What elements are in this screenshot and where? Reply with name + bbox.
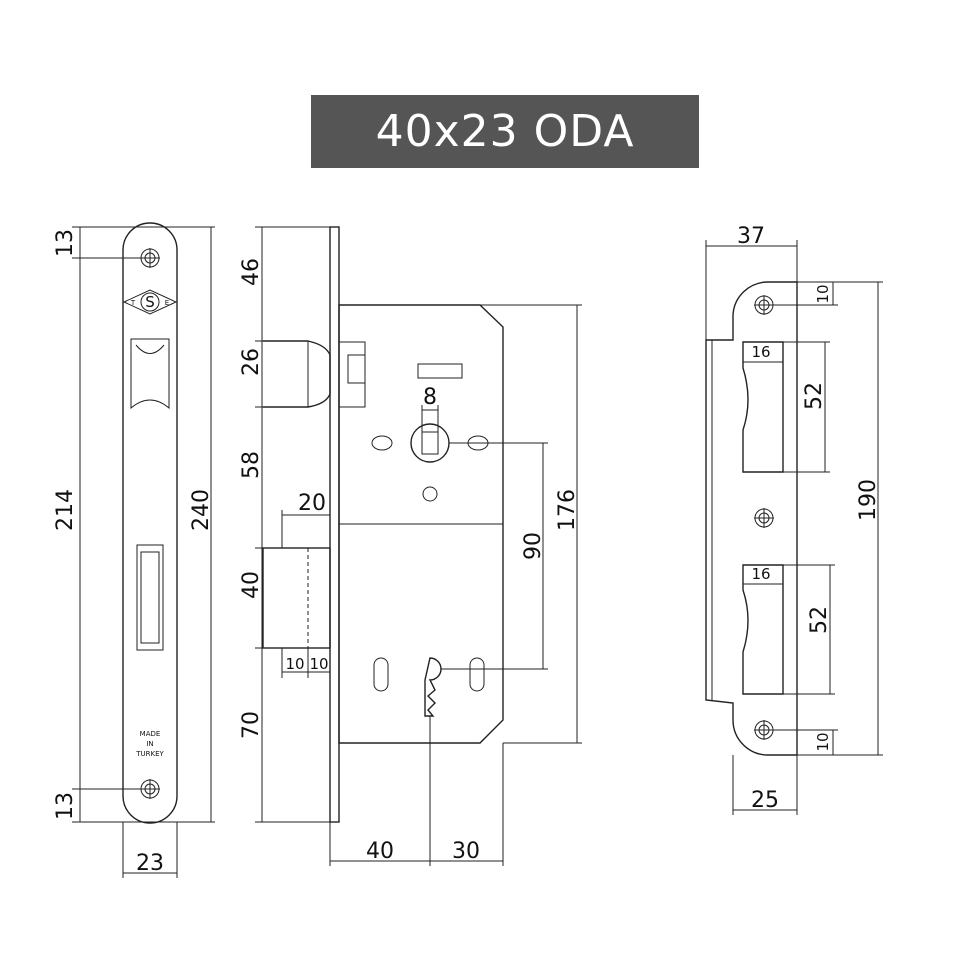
dim-body-e: 70 xyxy=(239,711,264,739)
catch-slot xyxy=(417,363,463,379)
made-in-1: MADE xyxy=(140,730,161,738)
title-banner: 40x23 ODA xyxy=(311,95,699,168)
deadbolt xyxy=(262,547,331,649)
latch xyxy=(263,340,331,408)
dim-body-c: 58 xyxy=(239,451,264,479)
spindle-square xyxy=(421,431,439,455)
dim-latch-width: 20 xyxy=(298,491,326,516)
dim-pocket2-height: 52 xyxy=(807,606,832,634)
spindle-hub xyxy=(410,423,450,463)
fixing-hole xyxy=(371,435,393,451)
dim-face-width: 23 xyxy=(136,851,164,876)
strike-dimensions: 37 25 190 10 10 52 16 52 16 xyxy=(705,224,883,815)
stamp-center: S xyxy=(145,293,155,311)
fixing-slot xyxy=(469,657,485,692)
stamp-right: E xyxy=(165,299,169,307)
dim-f1: 10 xyxy=(285,655,304,673)
dim-strike-top-margin: 10 xyxy=(814,284,832,303)
dim-face-inner: 214 xyxy=(53,489,78,531)
dim-body-d: 40 xyxy=(239,571,264,599)
bolt-inner xyxy=(140,551,160,644)
dim-back: 30 xyxy=(452,839,480,864)
title-text: 40x23 ODA xyxy=(375,106,635,157)
dim-centre: 90 xyxy=(521,532,546,560)
dim-pocket1-width: 16 xyxy=(751,343,770,361)
strike-pocket-1 xyxy=(742,341,784,473)
latch-curve xyxy=(135,344,165,354)
dim-body-a: 46 xyxy=(239,258,264,286)
strike-outline xyxy=(705,281,798,756)
fixing-slot xyxy=(373,657,389,692)
dim-face-bottom: 13 xyxy=(53,792,78,820)
dim-pocket2-width: 16 xyxy=(751,565,770,583)
strike-bottom-screw-icon xyxy=(754,720,774,740)
dim-face-total: 240 xyxy=(189,489,214,531)
lock-body xyxy=(262,226,504,823)
strike-middle-screw-icon xyxy=(754,508,774,528)
bottom-screw-icon xyxy=(140,779,160,799)
dim-body-b: 26 xyxy=(239,348,264,376)
dim-spindle: 8 xyxy=(423,385,437,410)
tse-stamp-icon: T S E xyxy=(122,289,178,315)
lock-body-dimensions: 46 26 58 40 70 20 10 10 8 90 176 xyxy=(239,226,582,866)
dim-pocket1-height: 52 xyxy=(802,382,827,410)
dim-face-top: 13 xyxy=(53,229,78,257)
faceplate: T S E MADE IN TURKEY xyxy=(122,222,178,824)
dim-strike-width-top: 37 xyxy=(737,224,765,249)
latch-opening xyxy=(130,338,170,410)
dim-backset: 40 xyxy=(366,839,394,864)
keyhole-icon xyxy=(424,657,442,717)
strike-plate xyxy=(705,281,798,756)
bolt-opening xyxy=(136,544,164,651)
strike-pocket-2 xyxy=(742,564,784,695)
front-plate xyxy=(329,226,340,823)
made-in-3: TURKEY xyxy=(135,750,164,758)
dim-strike-bottom-margin: 10 xyxy=(814,732,832,751)
strike-top-screw-icon xyxy=(754,295,774,315)
dim-strike-height: 190 xyxy=(856,479,881,521)
dim-strike-width-bottom: 25 xyxy=(751,788,779,813)
dim-body-height: 176 xyxy=(555,489,580,531)
faceplate-dimensions: 13 214 13 240 23 xyxy=(53,226,215,878)
top-screw-icon xyxy=(140,248,160,268)
stamp-left: T xyxy=(130,299,136,307)
made-in-2: IN xyxy=(146,740,153,748)
dim-f2: 10 xyxy=(309,655,328,673)
fixing-hole xyxy=(422,486,438,502)
